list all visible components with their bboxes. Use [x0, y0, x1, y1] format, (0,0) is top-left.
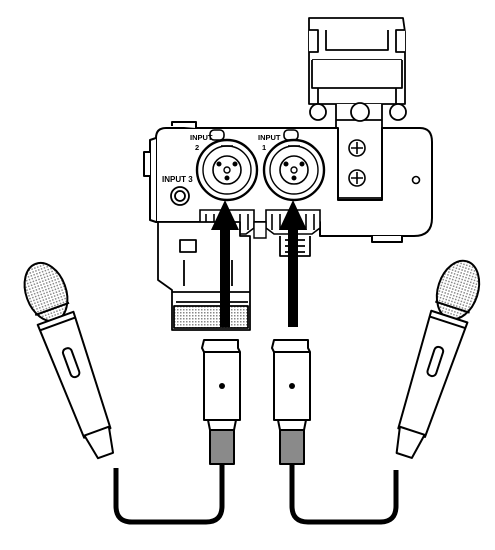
input1-number: 1	[262, 143, 266, 152]
screw-icon	[348, 139, 366, 187]
xlr-combo-jack-input2	[195, 129, 259, 202]
xlr-plug-right	[271, 339, 311, 465]
screw-icon	[411, 175, 421, 185]
input1-label: INPUT	[258, 133, 281, 142]
input2-label: INPUT	[190, 133, 213, 142]
microphone-left	[23, 261, 115, 460]
xlr-combo-jack-input1	[262, 129, 326, 202]
cable-right	[289, 464, 399, 525]
input3-label: INPUT 3	[162, 175, 193, 184]
microphone-right	[395, 259, 481, 459]
arrow-up-icon	[211, 200, 239, 327]
cable-left	[113, 464, 225, 525]
input3-jack	[170, 186, 190, 206]
xlr-plug-left	[201, 339, 241, 465]
device-lower-housing	[157, 221, 311, 331]
input2-number: 2	[195, 143, 199, 152]
arrow-up-icon	[279, 200, 307, 327]
connector-bridge	[253, 221, 267, 239]
